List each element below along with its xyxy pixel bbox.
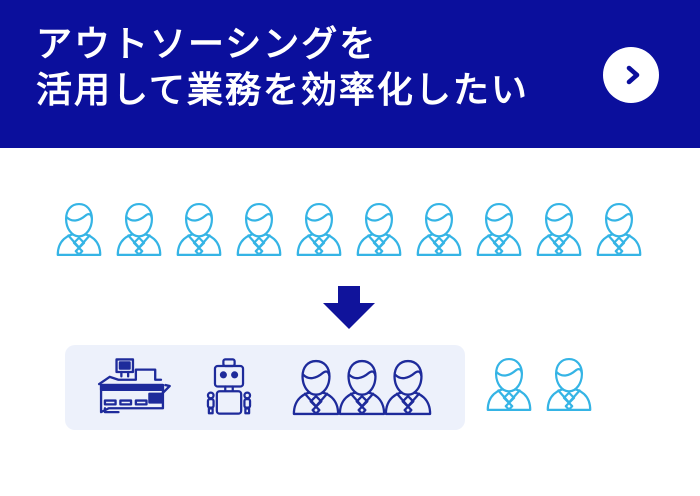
- banner-title: アウトソーシングを活用して業務を効率化したい: [36, 21, 529, 113]
- outsourcing-panel: [65, 345, 465, 430]
- businessperson-icon: [291, 358, 341, 416]
- chevron-right-icon: [626, 65, 639, 85]
- workers-after-row: [485, 356, 593, 412]
- arrow-down-icon: [323, 286, 375, 329]
- banner-title-line1: アウトソーシングを: [36, 23, 378, 64]
- businessperson-icon: [415, 201, 463, 257]
- banner-title-line2: 活用して業務を効率化したい: [36, 69, 529, 110]
- businessperson-icon: [383, 358, 433, 416]
- copier-icon: [97, 358, 171, 414]
- cta-button[interactable]: [603, 47, 659, 103]
- businessperson-icon: [55, 201, 103, 257]
- businessperson-icon: [545, 356, 593, 412]
- businessperson-icon: [355, 201, 403, 257]
- banner[interactable]: アウトソーシングを活用して業務を効率化したい: [0, 0, 700, 148]
- businessperson-icon: [337, 358, 387, 416]
- businessperson-icon: [485, 356, 533, 412]
- businessperson-icon: [595, 201, 643, 257]
- businessperson-icon: [175, 201, 223, 257]
- businessperson-icon: [295, 201, 343, 257]
- outsourced-staff-group: [291, 358, 433, 416]
- businessperson-icon: [475, 201, 523, 257]
- businessperson-icon: [535, 201, 583, 257]
- businessperson-icon: [235, 201, 283, 257]
- workers-before-row: [55, 201, 643, 257]
- robot-icon: [206, 358, 252, 415]
- businessperson-icon: [115, 201, 163, 257]
